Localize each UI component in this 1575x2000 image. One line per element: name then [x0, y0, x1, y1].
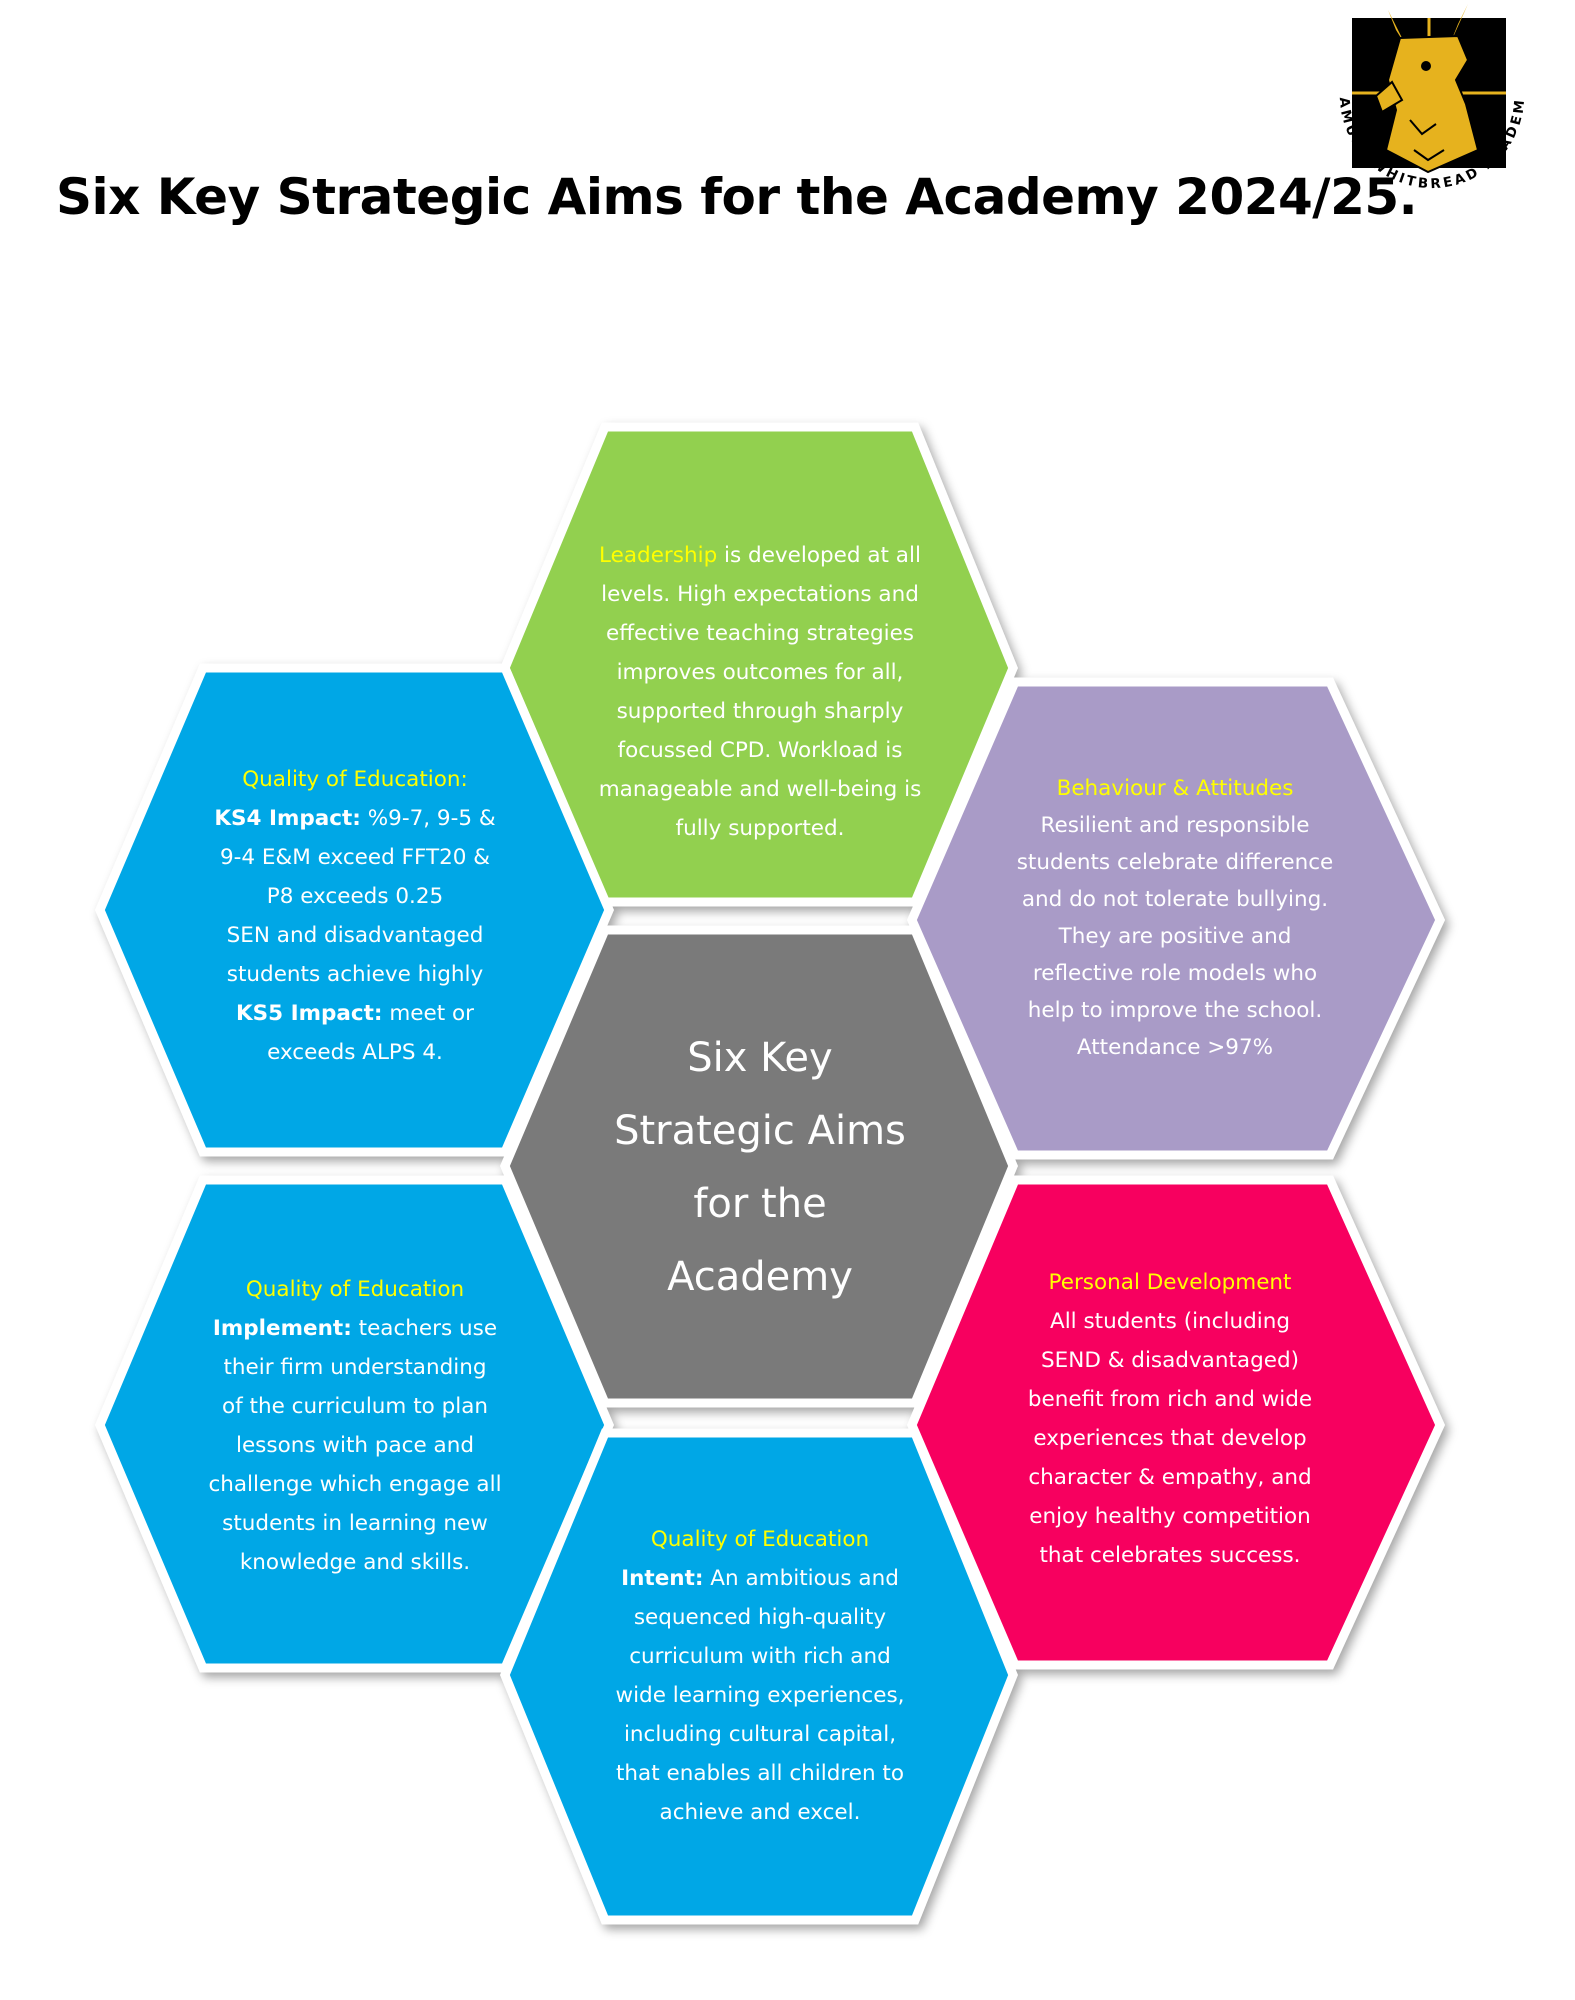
quality-implement-line: challenge which engage all [208, 1472, 502, 1497]
quality-intent-text: Quality of Education Intent: An ambitiou… [575, 1520, 945, 1832]
behaviour-line: and do not tolerate bullying. [1021, 887, 1329, 912]
personal-development-line: benefit from rich and wide [1027, 1387, 1313, 1412]
quality-intent-heading: Quality of Education [650, 1527, 870, 1552]
personal-development-heading: Personal Development [1048, 1270, 1292, 1295]
hex-quality-implement [95, 1175, 614, 1673]
hex-behaviour [907, 677, 1445, 1160]
center-line: for the [693, 1181, 827, 1227]
personal-development-line: character & empathy, and [1028, 1465, 1312, 1490]
quality-impact-line: exceeds ALPS 4. [267, 1040, 443, 1065]
quality-implement-heading: Quality of Education [245, 1277, 465, 1302]
personal-development-line: enjoy healthy competition [1029, 1504, 1311, 1529]
quality-intent-line: including cultural capital, [623, 1722, 897, 1747]
quality-implement-line: students in learning new [222, 1511, 488, 1536]
behaviour-line: Resilient and responsible [1040, 813, 1310, 838]
leadership-line: levels. High expectations and [601, 582, 919, 607]
quality-impact-line: SEN and disadvantaged [226, 923, 484, 948]
leadership-line: manageable and well-being is [598, 777, 922, 802]
quality-implement-text: Quality of Education Implement: teachers… [170, 1270, 540, 1582]
leadership-line-1: Leadership is developed at all [599, 543, 921, 568]
hex-center [500, 925, 1018, 1408]
quality-intent-line: that enables all children to [615, 1761, 905, 1786]
academy-logo: SAMUEL WHITBREAD ACADEMY [1318, 0, 1525, 192]
behaviour-line: students celebrate difference [1016, 850, 1334, 875]
center-line: Strategic Aims [614, 1108, 906, 1154]
personal-development-line: experiences that develop [1033, 1426, 1307, 1451]
quality-implement-line: knowledge and skills. [239, 1550, 471, 1575]
leadership-line: fully supported. [675, 816, 845, 841]
quality-implement-line: lessons with pace and [235, 1433, 475, 1458]
behaviour-line: Attendance >97% [1076, 1035, 1274, 1060]
quality-intent-line: sequenced high-quality [633, 1605, 887, 1630]
quality-implement-line: their firm understanding [223, 1355, 487, 1380]
quality-impact-heading: Quality of Education: [242, 767, 468, 792]
leadership-heading: Leadership [599, 543, 718, 568]
behaviour-line: They are positive and [1058, 924, 1292, 949]
center-text: Six Key Strategic Aims for the Academy [560, 1022, 960, 1314]
leadership-line: improves outcomes for all, [616, 660, 904, 685]
hex-personal-development [907, 1175, 1445, 1670]
quality-implement-line: Implement: teachers use [212, 1316, 498, 1341]
leadership-line: supported through sharply [616, 699, 904, 724]
page-title: Six Key Strategic Aims for the Academy 2… [56, 168, 1418, 226]
quality-intent-line: Intent: An ambitious and [621, 1566, 899, 1591]
quality-impact-line: KS4 Impact: %9-7, 9-5 & [214, 806, 496, 831]
center-line: Six Key [687, 1035, 833, 1081]
antelope-crest-icon [1374, 4, 1480, 174]
leadership-line: focussed CPD. Workload is [617, 738, 903, 763]
personal-development-line: that celebrates success. [1039, 1543, 1301, 1568]
hex-quality-intent [500, 1428, 1018, 1925]
quality-impact-line: P8 exceeds 0.25 [266, 884, 444, 909]
quality-impact-text: Quality of Education: KS4 Impact: %9-7, … [170, 760, 540, 1072]
behaviour-line: help to improve the school. [1027, 998, 1323, 1023]
personal-development-line: All students (including [1049, 1309, 1291, 1334]
quality-intent-line: curriculum with rich and [629, 1644, 891, 1669]
hex-quality-impact [95, 663, 614, 1157]
leadership-text: Leadership is developed at all levels. H… [560, 536, 960, 848]
personal-development-text: Personal Development All students (inclu… [985, 1263, 1355, 1575]
behaviour-text: Behaviour & Attitudes Resilient and resp… [990, 770, 1360, 1066]
behaviour-heading: Behaviour & Attitudes [1056, 776, 1294, 801]
quality-intent-line: achieve and excel. [659, 1800, 861, 1825]
behaviour-line: reflective role models who [1032, 961, 1318, 986]
personal-development-line: SEND & disadvantaged) [1041, 1348, 1299, 1373]
quality-impact-line: students achieve highly [226, 962, 484, 987]
center-line: Academy [667, 1254, 853, 1300]
leadership-line: effective teaching strategies [606, 621, 914, 646]
quality-implement-line: of the curriculum to plan [221, 1394, 489, 1419]
quality-impact-line: 9-4 E&M exceed FFT20 & [219, 845, 491, 870]
quality-impact-line: KS5 Impact: meet or [235, 1001, 474, 1026]
quality-intent-line: wide learning experiences, [615, 1683, 905, 1708]
